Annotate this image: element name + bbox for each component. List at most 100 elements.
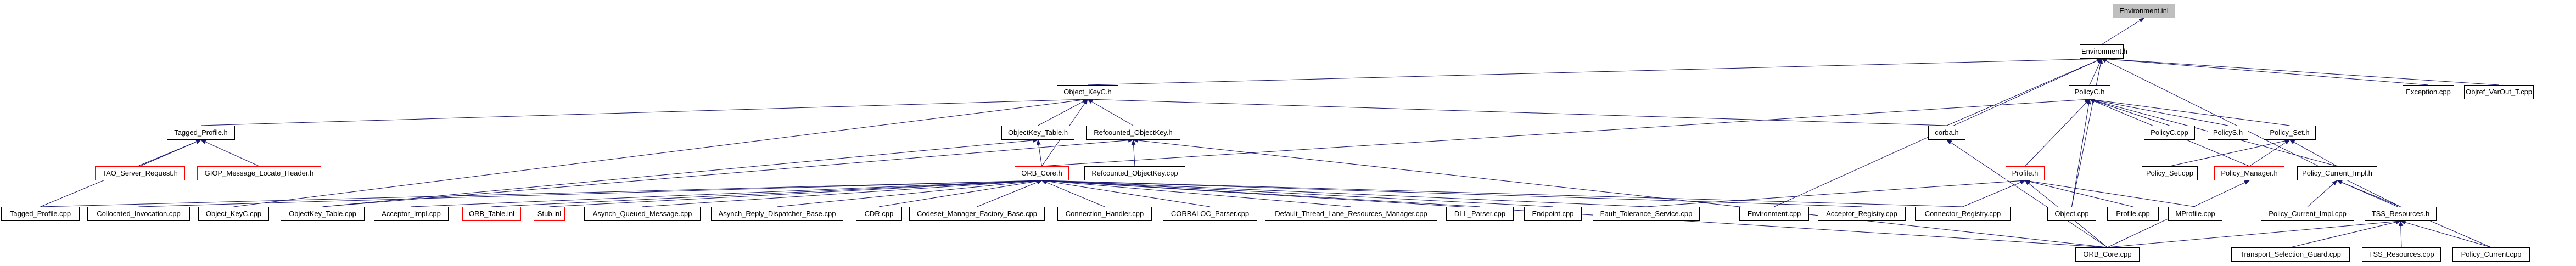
graph-node-environment-cpp[interactable]: Environment.cpp [1739, 207, 1809, 221]
graph-edge [2169, 139, 2291, 167]
graph-edge [1041, 178, 1862, 207]
graph-node-corbaloc-parser-cpp[interactable]: CORBALOC_Parser.cpp [1163, 207, 1257, 221]
graph-edge [2101, 18, 2144, 45]
graph-node-policy-manager-h[interactable]: Policy_Manager.h [2214, 166, 2284, 180]
graph-edge [549, 178, 1043, 207]
graph-edge [2071, 58, 2103, 207]
graph-node-orb-core-cpp[interactable]: ORB_Core.cpp [2075, 247, 2140, 262]
graph-node-tao-server-request-h[interactable]: TAO_Server_Request.h [95, 166, 185, 180]
graph-node-profile-h[interactable]: Profile.h [2006, 166, 2045, 180]
graph-node-giop-message-locate-header-h[interactable]: GIOP_Message_Locate_Header.h [197, 166, 321, 180]
graph-node-orb-table-inl[interactable]: ORB_Table.inl [462, 207, 521, 221]
graph-node-objectkey-table-cpp[interactable]: ObjectKey_Table.cpp [281, 207, 365, 221]
graph-node-refcounted-objectkey-cpp[interactable]: Refcounted_ObjectKey.cpp [1084, 166, 1185, 180]
graph-node-tss-resources-cpp[interactable]: TSS_Resources.cpp [2362, 247, 2441, 262]
graph-node-transport-selection-guard-cpp[interactable]: Transport_Selection_Guard.cpp [2231, 247, 2350, 262]
graph-node-policy-set-h[interactable]: Policy_Set.h [2264, 126, 2316, 140]
graph-edge [2398, 220, 2403, 248]
graph-edge [1131, 139, 1136, 167]
graph-node-mprofile-cpp[interactable]: MProfile.cpp [2168, 207, 2222, 221]
graph-edge [1946, 139, 2108, 248]
graph-edge [2089, 98, 2290, 126]
graph-edge [2337, 180, 2401, 207]
graph-node-asynch-reply-dispatcher-base-cpp[interactable]: Asynch_Reply_Dispatcher_Base.cpp [711, 207, 843, 221]
graph-edge [1041, 180, 1105, 207]
graph-node-policy-set-cpp[interactable]: Policy_Set.cpp [2142, 166, 2198, 180]
graph-edge [1041, 178, 1553, 207]
graph-edge [233, 98, 1088, 207]
graph-node-policy-current-impl-h[interactable]: Policy_Current_Impl.h [2297, 166, 2377, 180]
graph-node-exception-cpp[interactable]: Exception.cpp [2403, 85, 2454, 99]
graph-node-refcounted-objectkey-h[interactable]: Refcounted_ObjectKey.h [1086, 126, 1180, 140]
graph-node-objectkey-table-h[interactable]: ObjectKey_Table.h [1001, 126, 1074, 140]
graph-edge [1038, 99, 1088, 126]
graph-edge [139, 139, 201, 167]
graph-edge [1087, 56, 2102, 86]
graph-node-dll-parser-cpp[interactable]: DLL_Parser.cpp [1446, 207, 1514, 221]
graph-edge [2290, 220, 2401, 248]
graph-edge [2289, 139, 2338, 167]
graph-edge [2025, 99, 2090, 167]
graph-node-tagged-profile-cpp[interactable]: Tagged_Profile.cpp [1, 207, 80, 221]
graph-edge [1087, 97, 1947, 126]
graph-node-object-cpp[interactable]: Object.cpp [2047, 207, 2096, 221]
graph-node-environment-inl[interactable]: Environment.inl [2113, 4, 2175, 18]
graph-edge [777, 178, 1043, 207]
graph-node-default-thread-lane-resources-manager-cpp[interactable]: Default_Thread_Lane_Resources_Manager.cp… [1265, 207, 1437, 221]
graph-edge [1036, 139, 1042, 167]
graph-edge [2089, 58, 2102, 86]
graph-node-object-keyc-cpp[interactable]: Object_KeyC.cpp [198, 207, 269, 221]
graph-node-tagged-profile-h[interactable]: Tagged_Profile.h [167, 126, 235, 140]
graph-node-policyc-cpp[interactable]: PolicyC.cpp [2144, 126, 2195, 140]
graph-edge [1133, 138, 2108, 248]
graph-edge [1041, 178, 1352, 207]
graph-node-objref-varout-t-cpp[interactable]: Objref_VarOut_T.cpp [2464, 85, 2534, 99]
graph-edge [2107, 219, 2401, 248]
graph-node-policy-current-impl-cpp[interactable]: Policy_Current_Impl.cpp [2261, 207, 2354, 221]
graph-node-endpoint-cpp[interactable]: Endpoint.cpp [1524, 207, 1582, 221]
graph-edge [2249, 139, 2291, 167]
graph-edge [200, 139, 260, 167]
graph-edge [2400, 220, 2491, 248]
graph-edge [138, 178, 1043, 207]
graph-node-policyc-h[interactable]: PolicyC.h [2069, 85, 2110, 99]
graph-edge [322, 138, 1134, 207]
graph-edge [2071, 99, 2091, 207]
graph-node-connector-registry-cpp[interactable]: Connector_Registry.cpp [1915, 207, 2011, 221]
graph-node-stub-inl[interactable]: Stub.inl [534, 207, 565, 221]
graph-edge [411, 178, 1043, 207]
graph-edge [2307, 180, 2338, 207]
graph-node-policy-current-cpp[interactable]: Policy_Current.cpp [2452, 247, 2530, 262]
graph-node-environment-h[interactable]: Environment.h [2080, 44, 2127, 59]
graph-edge [491, 178, 1043, 207]
graph-node-acceptor-registry-cpp[interactable]: Acceptor_Registry.cpp [1818, 207, 1906, 221]
graph-node-collocated-invocation-cpp[interactable]: Collocated_Invocation.cpp [87, 207, 190, 221]
graph-node-acceptor-impl-cpp[interactable]: Acceptor_Impl.cpp [374, 207, 449, 221]
graph-edge [642, 178, 1043, 207]
graph-node-object-keyc-h[interactable]: Object_KeyC.h [1057, 85, 1118, 99]
graph-node-connection-handler-cpp[interactable]: Connection_Handler.cpp [1057, 207, 1152, 221]
graph-edge [322, 138, 1039, 207]
graph-node-cdr-cpp[interactable]: CDR.cpp [856, 207, 902, 221]
graph-node-fault-tolerance-service-cpp[interactable]: Fault_Tolerance_Service.cpp [1593, 207, 1700, 221]
graph-node-profile-cpp[interactable]: Profile.cpp [2107, 207, 2159, 221]
graph-node-policys-h[interactable]: PolicyS.h [2208, 126, 2248, 140]
graph-edge [1962, 180, 2026, 207]
graph-edge [1041, 179, 1211, 207]
graph-node-orb-core-h[interactable]: ORB_Core.h [1015, 166, 1069, 180]
graph-node-tss-resources-h[interactable]: TSS_Resources.h [2365, 207, 2437, 221]
graph-edge [1041, 178, 1480, 207]
graph-edge [1041, 178, 1963, 207]
graph-edge [1646, 178, 2026, 207]
graph-node-codeset-manager-factory-base-cpp[interactable]: Codeset_Manager_Factory_Base.cpp [909, 207, 1045, 221]
graph-edge [2024, 179, 2196, 207]
graph-edge [2101, 56, 2499, 86]
graph-edge [977, 180, 1043, 207]
graph-node-asynch-queued-message-cpp[interactable]: Asynch_Queued_Message.cpp [584, 207, 701, 221]
graph-node-corba-h[interactable]: corba.h [1928, 126, 1965, 140]
graph-edge [200, 97, 1088, 126]
graph-edge [1041, 178, 1647, 207]
graph-edge [2089, 98, 2228, 126]
graph-edge [878, 179, 1043, 207]
